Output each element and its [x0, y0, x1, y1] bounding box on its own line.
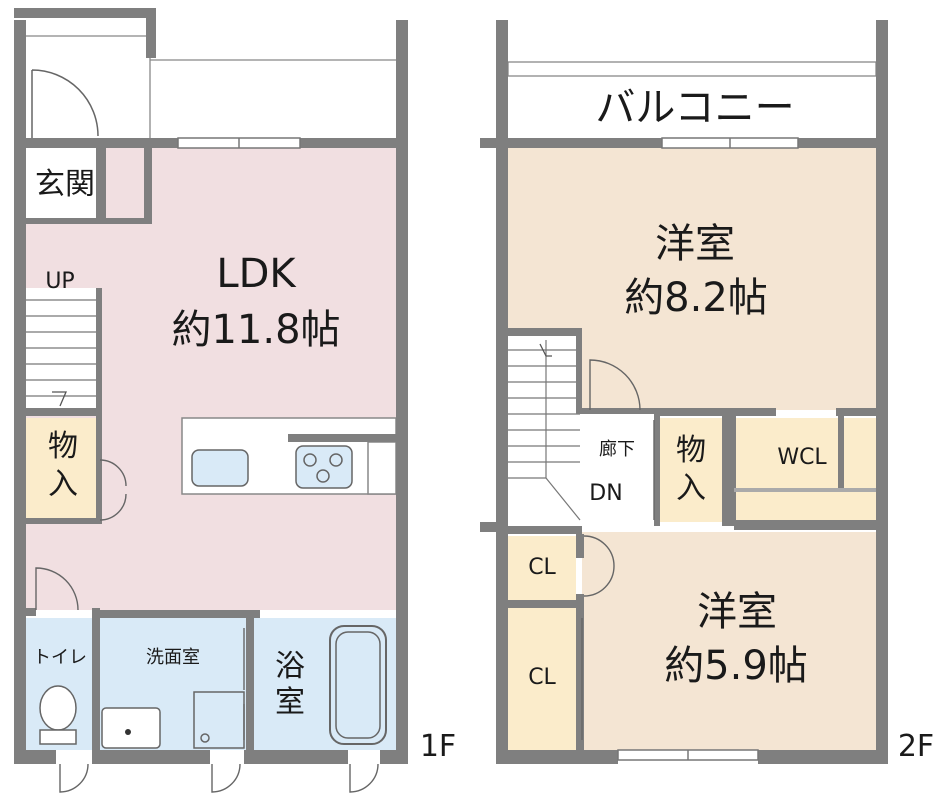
storage-1f-label-top: 物 — [48, 429, 78, 464]
cl-lower-area — [508, 608, 576, 750]
second-floor-label: 2F — [897, 729, 935, 764]
toilet-bowl — [39, 685, 77, 731]
western-room-b-area — [582, 532, 876, 750]
hallway-label: 廊下 — [599, 439, 635, 460]
stove-burner — [303, 453, 317, 467]
stairs-area-2f — [508, 336, 582, 522]
second-floor-plan — [480, 20, 888, 764]
western-b-name: 洋室 — [697, 589, 777, 635]
ldk-size: 約11.8帖 — [171, 307, 341, 353]
doors-1f — [35, 459, 379, 793]
sink — [191, 449, 249, 487]
doors-2f — [581, 359, 655, 740]
toilet-tank — [39, 729, 77, 745]
western-b-size: 約5.9帖 — [664, 643, 808, 689]
stairs-treads-2f — [508, 340, 581, 521]
toilet-label: トイレ — [33, 647, 87, 668]
storage-2f-label-bottom: 入 — [676, 471, 706, 506]
ldk-name: LDK — [216, 251, 296, 297]
hallway-down-label: DN — [589, 481, 623, 506]
stairs-treads-1f — [26, 299, 98, 397]
wcl-label: WCL — [777, 445, 827, 470]
refrigerator-space — [367, 441, 397, 495]
western-a-name: 洋室 — [655, 221, 735, 267]
wcl-area — [734, 418, 876, 522]
stairs-area — [26, 288, 100, 410]
bathtub — [329, 625, 387, 745]
bath-label-top: 浴 — [275, 649, 305, 684]
washroom-label: 洗面室 — [146, 647, 200, 668]
storage-2f-label-top: 物 — [676, 433, 706, 468]
stove — [295, 445, 353, 489]
storage-1f-label-bottom: 入 — [48, 467, 78, 502]
bathtub-inner — [335, 631, 381, 739]
stairs-arrow-2f — [539, 343, 552, 357]
storage-area-2f — [660, 418, 722, 522]
windows-2f — [617, 137, 799, 761]
bath-label-bottom: 室 — [275, 685, 305, 720]
first-floor-label: 1F — [419, 729, 457, 764]
entrance-area — [26, 146, 102, 222]
walls-1f — [14, 8, 408, 764]
entrance-label: 玄関 — [35, 167, 95, 202]
cl-upper-label: CL — [528, 555, 556, 580]
stove-burner — [329, 453, 343, 467]
stairs-arrow-1f — [52, 391, 67, 407]
porch-outline — [26, 35, 396, 140]
wcl-shelf — [734, 488, 876, 492]
first-floor-plan — [14, 8, 408, 793]
entrance-door-swing — [31, 69, 99, 140]
washing-machine-drain — [200, 733, 210, 743]
washbasin — [101, 707, 161, 749]
washbasin-drain — [125, 729, 131, 735]
balcony-outline — [507, 61, 877, 77]
stove-burner — [316, 469, 330, 483]
balcony-label: バルコニー — [595, 85, 795, 131]
storage-area-1f — [26, 418, 100, 520]
cl-upper-area — [508, 536, 576, 600]
windows-1f — [177, 137, 301, 149]
hallway-area — [582, 410, 654, 532]
cl-lower-label: CL — [528, 665, 556, 690]
walls-2f — [480, 20, 888, 764]
western-a-size: 約8.2帖 — [624, 275, 768, 321]
stairs-up-label: UP — [45, 269, 75, 294]
